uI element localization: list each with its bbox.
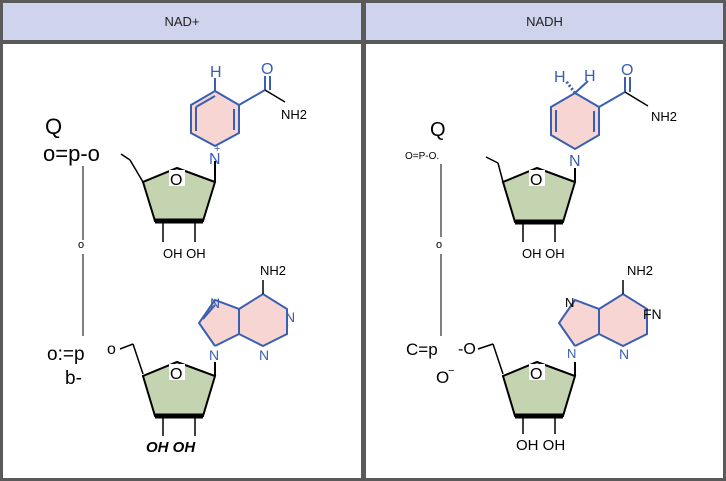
amide-nh2-label: NH2 [651, 109, 677, 124]
ring-o-mask [529, 364, 545, 380]
pyrimidine-ring [238, 292, 288, 348]
adenine-nh2-label: NH2 [627, 263, 653, 278]
pyrimidine-ring-fill [599, 294, 647, 346]
o5-label: -O [458, 341, 476, 358]
bridge-oxygen-label: o [78, 239, 84, 251]
hydrogen-label: H [210, 64, 222, 81]
q-label: Q [45, 114, 62, 139]
adenine-n9-label: N [567, 346, 576, 361]
phosphate-bottom-sub-label: b- [65, 368, 82, 389]
amide-oxygen-label: O [261, 61, 273, 78]
c5-o-bond [120, 153, 131, 161]
phosphate-bottom-label: o:=p [47, 344, 85, 365]
imidazole-ring [197, 298, 240, 347]
amide-nh2-label: NH2 [281, 107, 307, 122]
phosphate-bottom-oxygen-label: O [436, 368, 449, 387]
adenine-n3-label: N [619, 346, 629, 362]
hydride-bond [574, 80, 589, 94]
phosphate-top-label: O=P-O. [405, 151, 439, 162]
o5-c5-bond [477, 343, 494, 350]
phosphate-bottom-label: C=p [406, 340, 438, 359]
bridge-oxygen-label: o [436, 239, 442, 251]
amide-bond [598, 91, 626, 108]
amide-n-bond [624, 91, 649, 107]
c5-o-bond [485, 156, 499, 164]
nadh-panel: NADH H H O NH2 N O OH OH Q O=P-O. o [366, 3, 723, 478]
ribose-oxygen-label: O [530, 172, 542, 189]
nadh-structure: H H O NH2 N O OH OH Q O=P-O. o C=p O − -… [405, 62, 677, 454]
amide-n-bond [264, 89, 286, 103]
panel-title: NADH [526, 14, 563, 29]
ring-o-mask [169, 364, 185, 380]
ring-double-bond [195, 95, 216, 108]
c5-c4-bond [132, 343, 144, 375]
amide-bond [238, 89, 266, 106]
c5-bond [129, 159, 144, 183]
hydroxyl-labels: OH OH [522, 246, 565, 261]
o5-label: o [107, 341, 116, 358]
adenine-n7-label: N [565, 295, 574, 310]
hydrogen-label-2: H [584, 68, 596, 85]
pyrimidine-ring-fill [239, 294, 287, 346]
nad-plus-panel: NAD+ H O NH2 N + O OH OH Q o=p-o o [3, 3, 361, 478]
pyridinium-ring [190, 89, 240, 148]
hydrogen-label-1: H [554, 69, 566, 86]
adenine-n1-label: N [285, 309, 295, 325]
ribose-oxygen-label: O [170, 366, 182, 383]
panel-header-nadh: NADH [366, 3, 723, 40]
pyrimidine-ring [598, 292, 648, 348]
positive-charge-label: + [214, 143, 220, 155]
header-divider [3, 40, 361, 44]
imidazole-ring [557, 298, 600, 347]
nad-plus-structure: H O NH2 N + O OH OH Q o=p-o o o:=p b- o [43, 61, 307, 456]
ring-nitrogen-label: N [569, 153, 581, 170]
adenine-n1-label: FN [643, 306, 662, 322]
adenine-n3-label: N [259, 347, 269, 363]
adenine-nh2-label: NH2 [260, 263, 286, 278]
header-divider [366, 40, 723, 44]
dihydropyridine-ring [550, 91, 600, 151]
ring-o-mask [529, 170, 545, 186]
o5-c5-bond [119, 343, 134, 350]
phosphate-top-label: o=p-o [43, 141, 100, 166]
hydroxyl-labels: OH OH [516, 437, 565, 454]
c5-bond [497, 162, 504, 183]
hydroxyl-labels: OH OH [163, 246, 206, 261]
q-label: Q [430, 119, 446, 141]
ring-o-mask [169, 170, 185, 186]
c5-c4-bond [492, 343, 504, 375]
panel-title: NAD+ [164, 14, 200, 29]
imidazole-double-bond [202, 304, 216, 320]
ring-nitrogen-label: N [209, 151, 221, 168]
ribose-oxygen-label: O [530, 366, 542, 383]
panel-header-nad-plus: NAD+ [3, 3, 361, 40]
hydride-bond-hashed [564, 80, 577, 94]
amide-oxygen-label: O [621, 62, 633, 79]
adenine-n7-label: N [210, 295, 220, 311]
imidazole-ring-fill [559, 300, 599, 346]
adenine-n9-label: N [209, 347, 219, 363]
hydroxyl-labels: OH OH [146, 439, 196, 456]
ribose-oxygen-label: O [170, 172, 182, 189]
negative-charge-label: − [448, 365, 454, 377]
